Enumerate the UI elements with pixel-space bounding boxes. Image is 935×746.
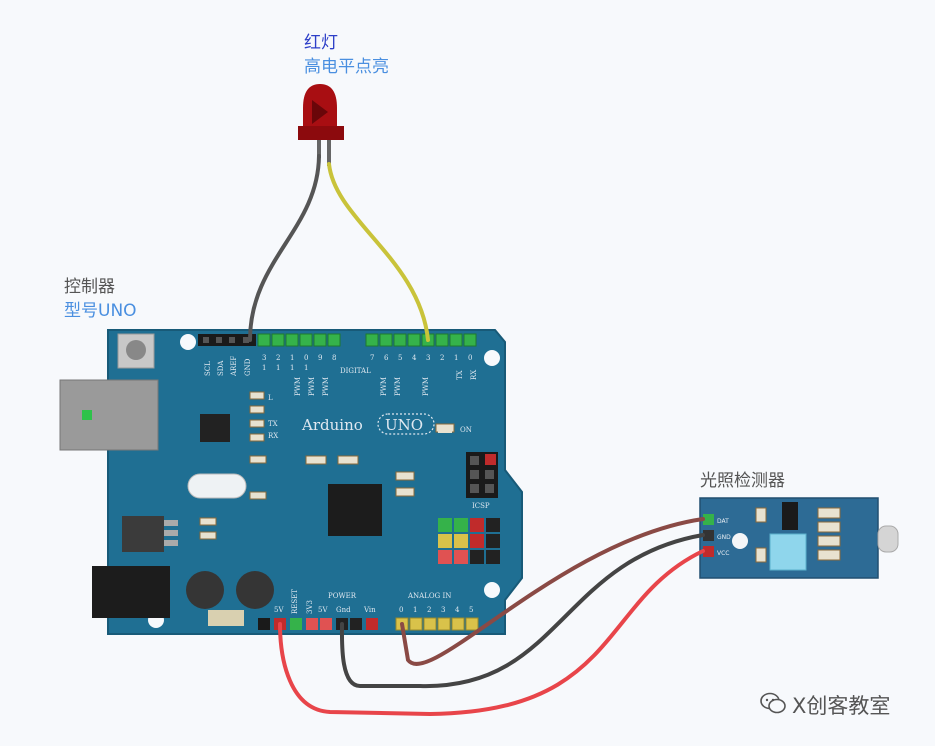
controller-title: 控制器 (64, 277, 115, 297)
tx-label: TX (456, 370, 464, 380)
digital-label: DIGITAL (340, 367, 371, 375)
sensor-pin-label: DAT (717, 518, 729, 525)
digital-num: 7 (370, 354, 374, 362)
usb-connector (59, 379, 159, 451)
analog-pin-label: 3 (441, 606, 445, 614)
microcontroller-chip (328, 484, 382, 536)
led-label: TX (268, 420, 278, 428)
wire-led-cathode (248, 154, 321, 342)
pwm-label: PWM (294, 377, 302, 396)
power-pin-label: 5V (274, 606, 284, 614)
watermark: X创客教室 (760, 690, 910, 720)
digital-num: 0 (304, 354, 308, 362)
power-pin-label: 3V3 (306, 600, 314, 614)
controller-subtitle: 型号UNO (64, 301, 137, 321)
digital-num: 1 (290, 364, 294, 372)
watermark-text: X创客教室 (792, 694, 891, 718)
analog-label: ANALOG IN (407, 592, 451, 600)
wire-led-anode (327, 162, 430, 342)
digital-num: 6 (384, 354, 389, 362)
pin-label: SDA (217, 360, 225, 376)
led-label: L (268, 394, 273, 402)
board-brand: Arduino (301, 416, 363, 434)
board-model: UNO (385, 416, 423, 434)
digital-num: 5 (398, 354, 402, 362)
pwm-label: PWM (380, 377, 388, 396)
pwm-label: PWM (394, 377, 402, 396)
digital-num: 3 (262, 354, 266, 362)
wire-dat (400, 517, 705, 666)
power-pin-label: 5V (318, 606, 328, 614)
analog-pin-label: 4 (455, 606, 460, 614)
digital-num: 4 (412, 354, 417, 362)
digital-num: 2 (440, 354, 444, 362)
analog-pin-label: 2 (427, 606, 431, 614)
rx-label: RX (470, 370, 478, 380)
light-sensor-module: DAT GND VCC (699, 497, 899, 579)
analog-pin-label: 0 (399, 606, 403, 614)
digital-num: 1 (304, 364, 308, 372)
arduino-uno-board: Arduino UNO ON DIGITAL POWER ANALOG IN I… (59, 329, 523, 635)
led-title: 红灯 (304, 33, 338, 53)
sensor-pin-label: GND (717, 534, 731, 541)
icsp-label: ICSP (472, 502, 490, 510)
red-led (298, 84, 344, 166)
digital-num: 1 (290, 354, 294, 362)
led-subtitle: 高电平点亮 (304, 57, 389, 77)
digital-num: 8 (332, 354, 336, 362)
power-label: POWER (328, 592, 357, 600)
analog-pin-label: 1 (413, 606, 417, 614)
led-label: RX (268, 432, 278, 440)
pin-label: GND (244, 358, 252, 376)
digital-num: 3 (426, 354, 430, 362)
pin-label: AREF (230, 356, 238, 377)
sensor-pin-label: VCC (717, 550, 729, 557)
pwm-label: PWM (422, 377, 430, 396)
on-label: ON (460, 426, 472, 434)
sensor-title: 光照检测器 (700, 471, 785, 491)
wire-vcc (278, 549, 705, 717)
power-pin-label: RESET (291, 589, 299, 614)
wire-gnd (339, 533, 705, 689)
pin-label: SCL (204, 361, 212, 376)
pwm-label: PWM (322, 377, 330, 396)
digital-num: 1 (262, 364, 266, 372)
digital-num: 9 (318, 354, 322, 362)
digital-num: 2 (276, 354, 280, 362)
power-pin-label: Vin (363, 606, 376, 614)
pwm-label: PWM (308, 377, 316, 396)
digital-num: 1 (454, 354, 458, 362)
digital-num: 1 (276, 364, 280, 372)
digital-num: 0 (468, 354, 472, 362)
wechat-icon (760, 692, 786, 714)
power-pin-label: Gnd (336, 606, 351, 614)
analog-pin-label: 5 (469, 606, 473, 614)
power-jack (92, 566, 170, 618)
